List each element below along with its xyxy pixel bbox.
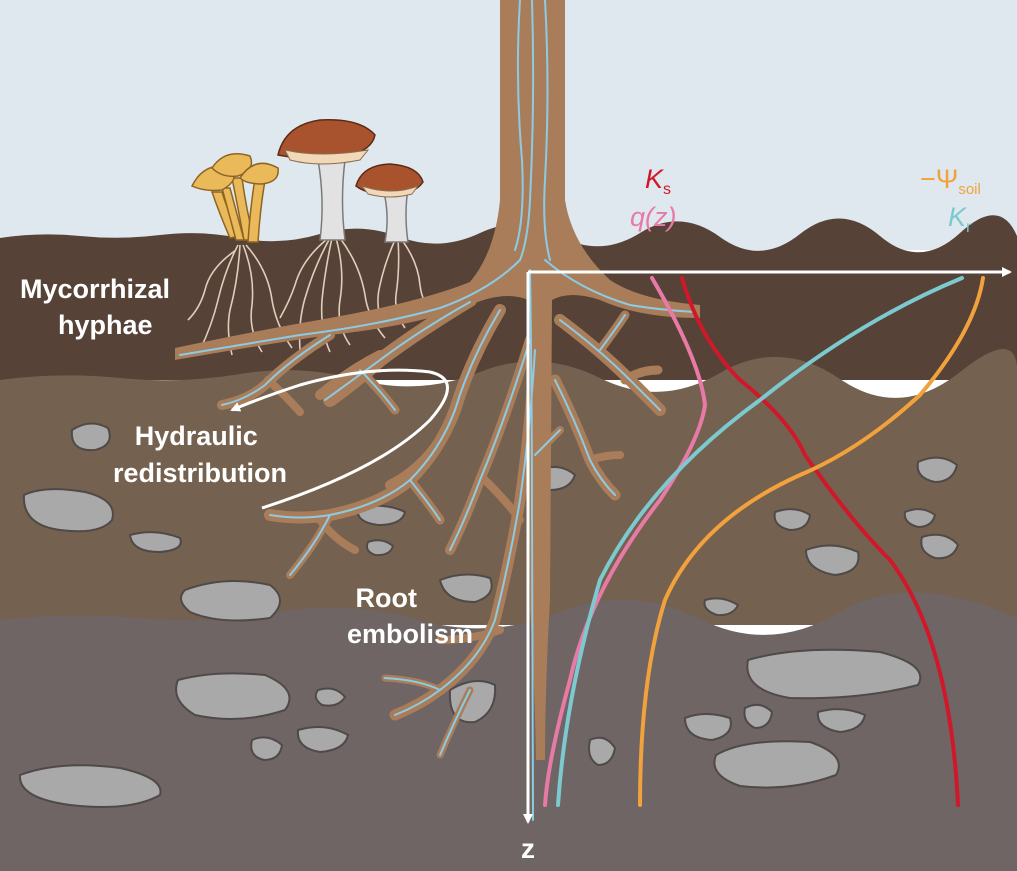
root-embolism-label: Root embolism: [347, 583, 473, 649]
legend-ks-symbol: K: [645, 164, 664, 194]
rock-icon: [773, 508, 812, 532]
rocks: [18, 422, 960, 809]
rock-icon: [70, 422, 111, 452]
legend-ks: Ks: [645, 164, 671, 198]
z-axis-label: z: [521, 833, 535, 864]
rock-icon: [175, 672, 291, 720]
mycorrhizal-hyphae-label: Mycorrhizal hyphae: [20, 274, 178, 340]
rock-icon: [746, 648, 922, 700]
middle-soil-layer: [0, 349, 1017, 625]
legend-kr-subscript: r: [966, 219, 972, 236]
rock-icon: [22, 488, 114, 533]
rock-icon: [743, 703, 774, 730]
rock-icon: [438, 573, 493, 604]
hydraulic-redistribution-label: Hydraulic redistribution: [113, 421, 287, 488]
rock-icon: [588, 736, 617, 767]
tree-root-icon: [175, 0, 700, 821]
hydraulic-label-line2: redistribution: [113, 458, 287, 488]
rock-icon: [683, 713, 732, 742]
rock-icon: [296, 725, 350, 754]
psi-soil-curve: [638, 276, 985, 807]
ks-curve: [680, 276, 960, 807]
rock-icon: [713, 740, 840, 789]
mushroom-stem: [317, 159, 346, 241]
legend-ks-subscript: s: [663, 181, 671, 198]
rock-icon: [365, 539, 395, 557]
rock-icon: [356, 504, 407, 527]
legend-kr-symbol: K: [948, 202, 967, 232]
mycorrhizal-label-line1: Mycorrhizal: [20, 274, 170, 304]
rock-icon: [916, 456, 959, 484]
root-label-line2: embolism: [347, 619, 473, 649]
rock-icon: [180, 580, 281, 622]
rock-icon: [314, 687, 347, 707]
xylem-vessels: [179, 0, 696, 821]
rock-icon: [816, 708, 867, 734]
legend-psi-soil: −Ψsoil: [920, 164, 981, 198]
rock-icon: [920, 533, 960, 560]
rock-icon: [703, 597, 740, 617]
qz-curve: [543, 276, 708, 807]
mycorrhizal-label-line2: hyphae: [58, 310, 153, 340]
rock-icon: [18, 764, 162, 809]
rock-icon: [903, 508, 937, 529]
legend-psi-symbol: −Ψ: [920, 164, 958, 194]
legend-qz: q(z): [630, 202, 677, 232]
mushroom-stem: [382, 187, 409, 243]
root-label-line1: Root: [356, 583, 417, 613]
mushroom-icon: [190, 119, 424, 243]
hydraulic-label-line1: Hydraulic: [135, 421, 258, 451]
legend-psi-subscript: soil: [958, 181, 981, 198]
rock-icon: [128, 531, 182, 554]
legend-kr: Kr: [948, 202, 972, 236]
rock-icon: [804, 544, 860, 577]
deep-soil-layer: [0, 592, 1017, 871]
hydraulic-redistribution-arrow: [230, 368, 449, 510]
rock-icon: [250, 736, 284, 762]
kr-curve: [556, 276, 964, 807]
